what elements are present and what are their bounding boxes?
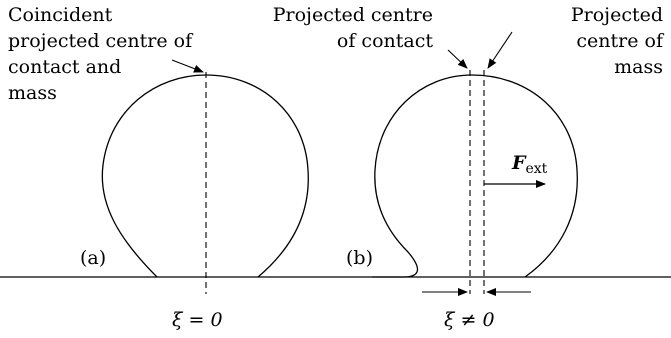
droplet-b-outline xyxy=(372,74,578,278)
projected-mass-label: Projected centre of mass xyxy=(571,2,663,80)
coincident-line-2: projected centre of xyxy=(8,30,193,52)
coincident-label: Coincident projected centre of contact a… xyxy=(8,2,192,106)
force-label: Fext xyxy=(512,150,547,182)
xi-nonzero-label: ξ ≠ 0 xyxy=(444,309,495,331)
coincident-line-4: mass xyxy=(8,82,57,104)
projected-mass-line-3: mass xyxy=(614,56,663,78)
projected-contact-label: Projected centre of contact xyxy=(273,2,433,54)
coincident-line-1: Coincident xyxy=(8,4,113,26)
coincident-pointer-arrow xyxy=(171,59,204,73)
force-symbol: F xyxy=(512,152,526,174)
projected-mass-line-2: centre of xyxy=(576,30,663,52)
panel-a-label: (a) xyxy=(80,247,107,269)
coincident-line-3: contact and xyxy=(8,56,122,78)
force-subscript: ext xyxy=(525,161,548,177)
panel-b-label: (b) xyxy=(346,247,373,269)
contact-pointer-arrow xyxy=(447,49,468,69)
projected-contact-line-1: Projected centre xyxy=(272,4,433,26)
mass-pointer-arrow xyxy=(487,31,513,69)
projected-contact-line-2: of contact xyxy=(336,30,433,52)
projected-mass-line-1: Projected xyxy=(570,4,663,26)
xi-zero-label: ξ = 0 xyxy=(172,309,223,331)
